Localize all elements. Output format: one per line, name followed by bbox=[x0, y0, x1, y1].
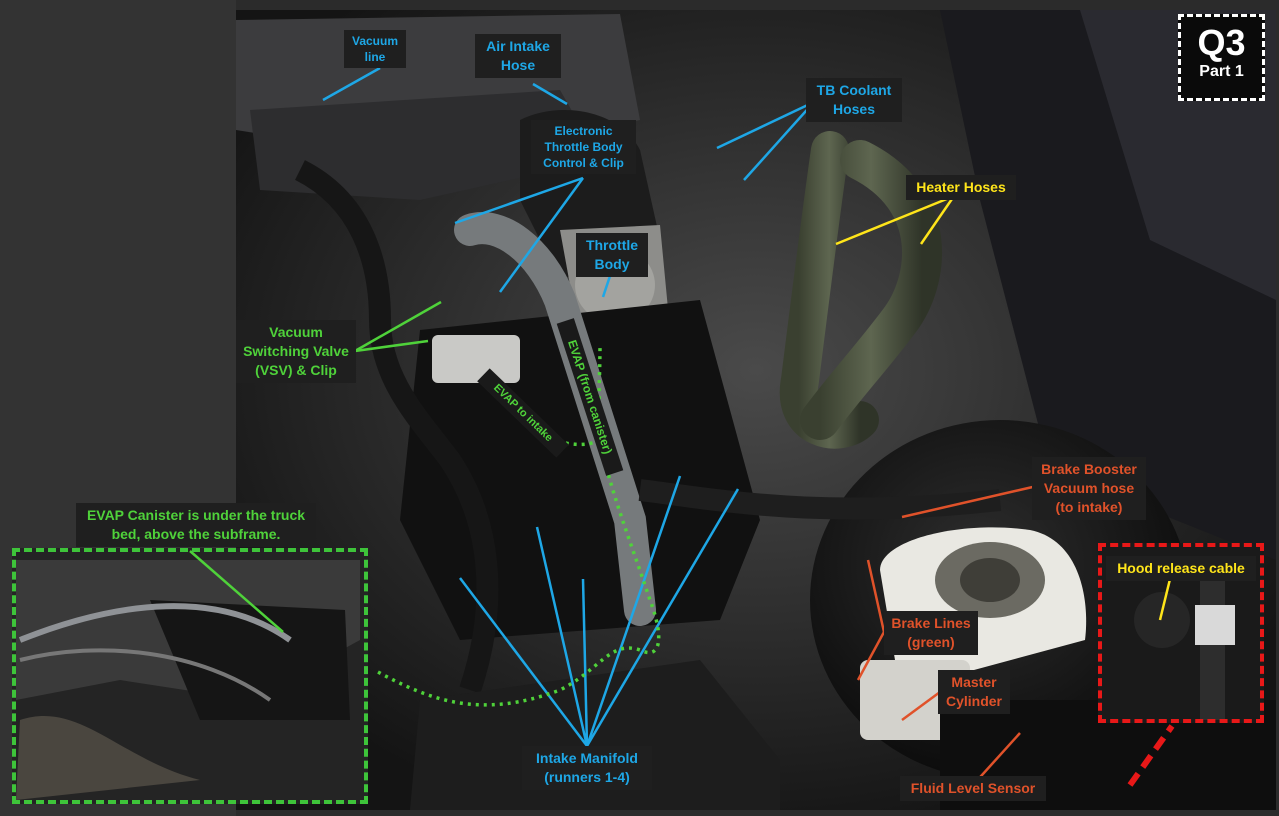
label-evap-canister-l1: EVAP Canister is under the truck bbox=[86, 507, 306, 523]
label-electronic-throttle-body-control: Electronic Throttle Body Control & Clip bbox=[531, 120, 636, 174]
label-brake-lines-l1: Brake Lines bbox=[891, 615, 971, 631]
label-master-cylinder-l1: Master bbox=[951, 674, 997, 690]
label-brake-lines: Brake Lines (green) bbox=[884, 611, 978, 655]
green-leader-lines bbox=[189, 300, 442, 633]
label-air-intake-hose: Air Intake Hose bbox=[475, 34, 561, 78]
label-evap-canister: EVAP Canister is under the truck bed, ab… bbox=[76, 503, 316, 547]
hood-release-inset-frame bbox=[1098, 543, 1264, 723]
label-etb-l1: Electronic bbox=[554, 124, 613, 138]
label-tb-coolant-hoses: TB Coolant Hoses bbox=[806, 78, 902, 122]
label-vacuum-switching-valve: Vacuum Switching Valve (VSV) & Clip bbox=[236, 320, 356, 383]
label-brake-booster: Brake Booster Vacuum hose (to intake) bbox=[1032, 457, 1146, 520]
blue-leader-lines bbox=[322, 66, 815, 747]
question-badge: Q3 Part 1 bbox=[1178, 14, 1265, 101]
label-fluid-level-sensor: Fluid Level Sensor bbox=[900, 776, 1046, 801]
yellow-leader-lines bbox=[835, 194, 1173, 621]
label-vsv-l1: Vacuum bbox=[269, 324, 323, 340]
label-vacuum-line-l1: Vacuum bbox=[351, 34, 399, 48]
label-etb-l2: Throttle Body bbox=[544, 140, 623, 154]
label-master-cylinder: Master Cylinder bbox=[938, 670, 1010, 714]
label-throttle-body-l2: Body bbox=[594, 256, 630, 272]
label-evap-canister-l2: bed, above the subframe. bbox=[111, 526, 281, 542]
question-number: Q3 bbox=[1197, 22, 1246, 63]
label-air-intake-hose-l1: Air Intake bbox=[486, 38, 550, 54]
label-intake-manifold-l2: (runners 1-4) bbox=[544, 769, 630, 785]
label-brake-lines-l2: (green) bbox=[907, 634, 955, 650]
label-vacuum-line: Vacuum line bbox=[344, 30, 406, 68]
question-part: Part 1 bbox=[1199, 63, 1244, 80]
label-heater-hoses: Heater Hoses bbox=[906, 175, 1016, 200]
label-throttle-body: Throttle Body bbox=[576, 233, 648, 277]
label-vsv-l2: Switching Valve bbox=[243, 343, 349, 359]
label-etb-l3: Control & Clip bbox=[543, 156, 624, 170]
label-tb-coolant-hoses-l1: TB Coolant bbox=[816, 82, 892, 98]
label-vacuum-line-l2: line bbox=[364, 50, 386, 64]
label-intake-manifold: Intake Manifold (runners 1-4) bbox=[522, 746, 652, 790]
label-master-cylinder-l2: Cylinder bbox=[945, 693, 1002, 709]
evap-canister-inset-frame bbox=[12, 548, 368, 804]
label-air-intake-hose-l2: Hose bbox=[500, 57, 536, 73]
label-brake-booster-l2: Vacuum hose bbox=[1043, 480, 1135, 496]
label-throttle-body-l1: Throttle bbox=[585, 237, 639, 253]
label-intake-manifold-l1: Intake Manifold bbox=[536, 750, 638, 766]
label-brake-booster-l1: Brake Booster bbox=[1041, 461, 1137, 477]
label-vsv-l3: (VSV) & Clip bbox=[255, 362, 337, 378]
label-tb-coolant-hoses-l2: Hoses bbox=[832, 101, 876, 117]
label-hood-release-cable: Hood release cable bbox=[1106, 556, 1256, 581]
label-brake-booster-l3: (to intake) bbox=[1055, 499, 1123, 515]
